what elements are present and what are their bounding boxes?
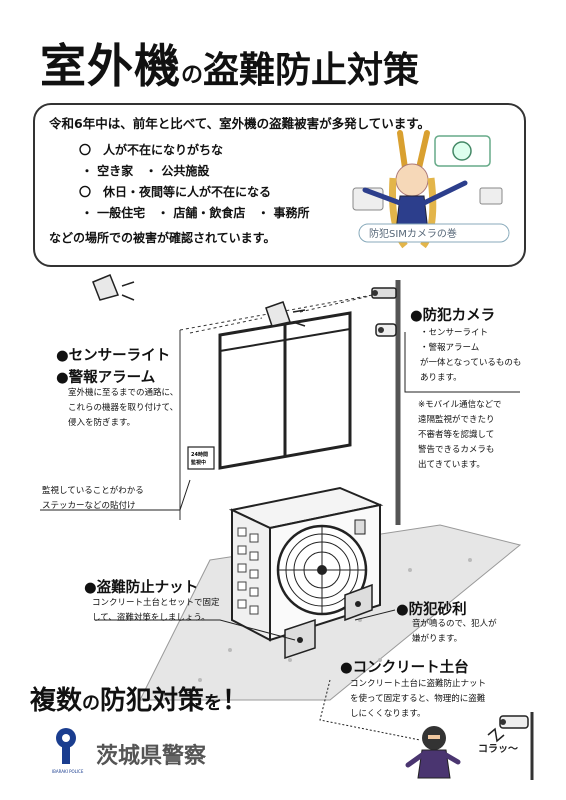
info-item-1: 〇 人が不在になりがちな <box>79 143 224 157</box>
info-box: 令和6年中は、前年と比べて、室外機の盗難被害が多発しています。 〇 人が不在にな… <box>33 103 526 267</box>
sensor-light-icon-2 <box>265 301 306 327</box>
camera-note: ※モバイル通信などで 遠隔監視ができたり 不審者等を認識して 警告できるカメラも… <box>418 400 502 470</box>
camera-icon <box>371 287 397 299</box>
sticker-description: 監視していることがわかる ステッカーなどの貼付け <box>42 486 144 511</box>
police-emblem-icon: IBARAKI POLICE <box>52 728 84 774</box>
slogan-d: を <box>204 693 223 714</box>
police-name: 茨城県警察 <box>96 744 207 769</box>
sensor-light-heading: ●センサーライト <box>56 348 171 364</box>
window <box>218 311 352 470</box>
slogan-a: 複数 <box>30 686 83 716</box>
slogan-c: 防犯対策 <box>100 686 205 716</box>
info-item-2: ・ 空き家 ・ 公共施設 <box>81 164 210 178</box>
info-item-4: ・ 一般住宅 ・ 店舗・飲食店 ・ 事務所 <box>81 206 310 220</box>
thief-illustration <box>405 726 461 779</box>
monitoring-sticker: 24時間 監視中 <box>187 446 215 470</box>
gravel-heading: ●防犯砂利 <box>396 602 467 618</box>
title-part1: 室外機 <box>40 39 181 93</box>
sticker-text-1: 24時間 <box>191 451 208 458</box>
slogan-e: ！ <box>222 686 249 716</box>
info-lead: 令和6年中は、前年と比べて、室外機の盗難被害が多発しています。 <box>49 116 430 131</box>
base-heading: ●コンクリート土台 <box>340 660 469 676</box>
poster-title: 室外機の盗難防止対策 <box>40 30 540 100</box>
info-tail: などの場所での被害が確認されています。 <box>49 231 276 245</box>
gravel-description: 音が鳴るので、犯人が 嫌がります。 <box>412 619 497 644</box>
alarm-heading: ●警報アラーム <box>56 370 156 386</box>
mascot-caption: 防犯SIMカメラの巻 <box>369 227 457 240</box>
nut-icon-2 <box>355 601 361 607</box>
camera-description: ・センサーライト ・警報アラーム が一体となっているものも あります。 <box>420 328 522 383</box>
security-camera-icon <box>487 715 529 743</box>
nut-icon <box>297 637 303 643</box>
camera-heading: ●防犯カメラ <box>410 308 496 324</box>
base-description: コンクリート土台に盗難防止ナット を使って固定すると、物理的に盗難 しにくくなり… <box>350 679 487 719</box>
slogan: 複数の防犯対策を！ <box>30 680 248 717</box>
nut-description: コンクリート土台とセットで固定 して、盗難対策をしましょう。 <box>92 598 220 623</box>
sensor-description: 室外機に至るまでの通路に、 これらの機器を取り付けて、 侵入を防ぎます。 <box>68 388 179 428</box>
police-emblem-text: IBARAKI POLICE <box>52 769 84 774</box>
slogan-b: の <box>82 693 101 714</box>
sensor-light-icon <box>92 274 135 301</box>
concrete-base <box>284 583 373 660</box>
sticker-text-2: 監視中 <box>191 459 206 466</box>
mascot-illustration: 防犯SIMカメラの巻 <box>352 130 510 249</box>
title-part2: の <box>181 63 204 88</box>
sfx-text: コラッ〜 <box>478 743 518 755</box>
info-item-3: 〇 休日・夜間等に人が不在になる <box>79 185 272 199</box>
camera-icon-lower <box>375 323 397 337</box>
title-part3: 盗難防止対策 <box>203 50 420 91</box>
nut-heading: ●盗難防止ナット <box>84 580 199 596</box>
